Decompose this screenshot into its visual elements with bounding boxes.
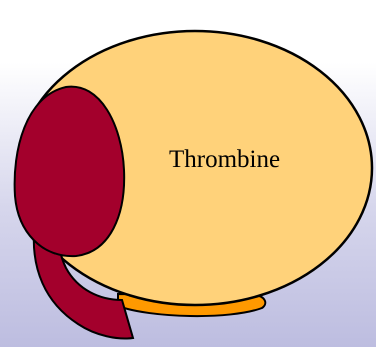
exosite-head xyxy=(15,87,125,257)
protein-label: Thrombine xyxy=(169,146,280,173)
